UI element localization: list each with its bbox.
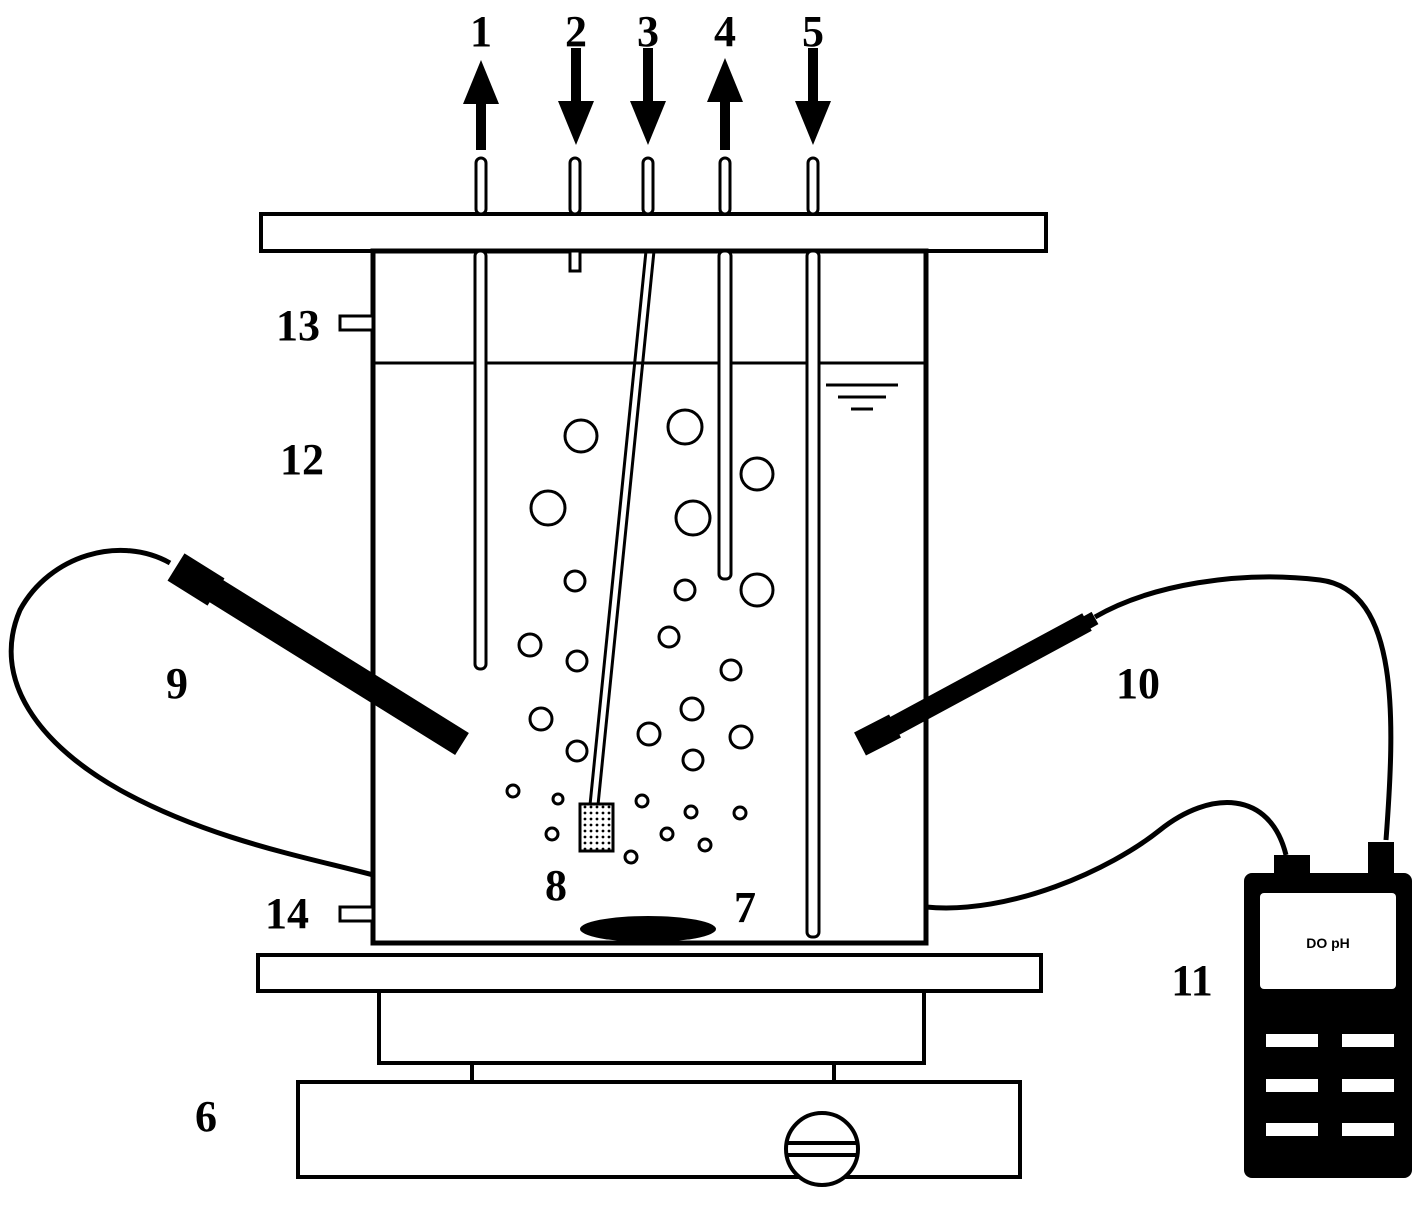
arrow-down-5 [795, 48, 831, 145]
meter-key[interactable] [1342, 1034, 1394, 1047]
meter-key[interactable] [1342, 1079, 1394, 1092]
reactor-vessel [370, 248, 929, 946]
label-10: 10 [1116, 659, 1160, 708]
probe-9 [167, 553, 469, 756]
meter-screen-text: DO pH [1306, 935, 1350, 951]
label-8: 8 [545, 861, 567, 910]
top-lid [259, 212, 1048, 253]
label-7: 7 [734, 883, 756, 932]
water-level-symbol [826, 383, 898, 411]
arrow-down-2 [558, 48, 594, 145]
bottom-lid [256, 953, 1043, 993]
cable-probe-9-to-meter [925, 800, 1289, 911]
tube-2 [568, 156, 582, 273]
meter-screen [1260, 893, 1396, 989]
stirrer-neck [470, 1061, 836, 1084]
meter-key[interactable] [1266, 1123, 1318, 1136]
meter-key[interactable] [1342, 1123, 1394, 1136]
arrow-up-1 [463, 60, 499, 150]
stirrer-knob-icon[interactable] [784, 1111, 860, 1187]
label-5: 5 [802, 7, 824, 56]
tube-3 [588, 156, 656, 806]
cable-probe-10 [1093, 574, 1394, 841]
tube-5 [805, 156, 821, 939]
label-11: 11 [1171, 956, 1213, 1005]
label-2: 2 [565, 7, 587, 56]
label-12: 12 [280, 435, 324, 484]
label-1: 1 [470, 7, 492, 56]
air-diffuser-stone [578, 802, 615, 853]
meter-key[interactable] [1266, 1034, 1318, 1047]
port-13 [338, 314, 375, 332]
do-ph-meter [1244, 842, 1412, 1178]
tube-4 [717, 156, 733, 581]
arrow-down-3 [630, 48, 666, 145]
label-13: 13 [276, 301, 320, 350]
label-9: 9 [166, 659, 188, 708]
meter-keypad[interactable] [1266, 1034, 1394, 1136]
arrow-up-4 [707, 58, 743, 150]
air-bubbles [505, 408, 775, 865]
stirrer-base [296, 1080, 1022, 1179]
stirrer-upper-body [377, 989, 926, 1065]
label-3: 3 [637, 7, 659, 56]
cable-probe-9 [8, 547, 374, 878]
label-14: 14 [265, 889, 309, 938]
magnetic-stir-bar [580, 916, 716, 942]
meter-key[interactable] [1266, 1079, 1318, 1092]
port-14 [338, 905, 375, 923]
probe-10 [854, 611, 1099, 756]
tube-1 [473, 156, 488, 671]
label-4: 4 [714, 7, 736, 56]
label-6: 6 [195, 1092, 217, 1141]
